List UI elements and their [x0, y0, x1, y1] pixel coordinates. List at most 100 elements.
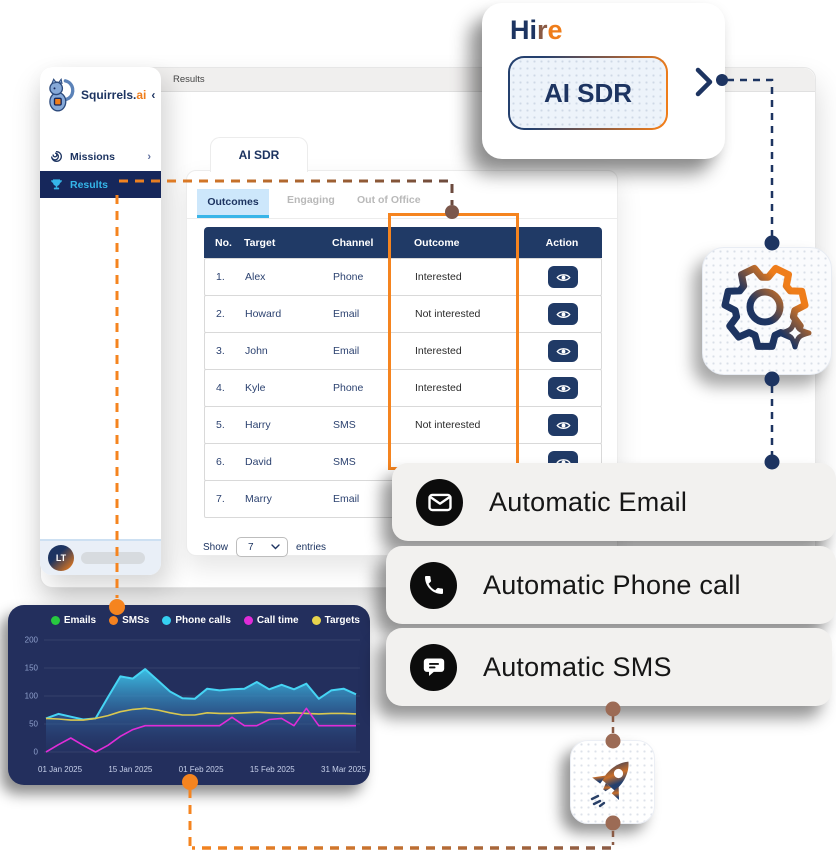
tab-out-of-office[interactable]: Out of Office — [357, 194, 421, 206]
table-header-row: No. Target Channel Outcome Action — [204, 227, 602, 258]
tabs-divider — [187, 218, 617, 219]
legend-item-call-time[interactable]: Call time — [243, 615, 299, 626]
cell-target: Kyle — [245, 382, 266, 394]
eye-icon — [555, 347, 571, 355]
legend-dot — [243, 616, 253, 625]
legend-item-smss[interactable]: SMSs — [109, 615, 149, 626]
cell-channel: Email — [333, 345, 360, 357]
view-details-button[interactable] — [548, 266, 578, 288]
sidebar-item-missions[interactable]: Missions › — [40, 143, 161, 170]
sidebar-collapse-icon[interactable]: ‹ — [151, 88, 156, 102]
brand-name: Squirrels.ai — [81, 88, 147, 102]
ai-sdr-button[interactable]: AI SDR — [508, 56, 668, 130]
missions-spiral-icon — [51, 151, 62, 162]
automation-settings-card — [702, 247, 832, 375]
column-header-target: Target — [244, 236, 276, 249]
cell-no: 2. — [216, 308, 225, 320]
cell-target: David — [245, 456, 272, 468]
tab-engaging[interactable]: Engaging — [287, 194, 335, 206]
sidebar-item-label: Missions — [70, 150, 115, 163]
cell-channel: Phone — [333, 382, 364, 394]
legend-label: Phone calls — [175, 615, 231, 626]
series-line-Phone calls — [45, 668, 357, 721]
x-axis-label: 15 Jan 2025 — [108, 765, 153, 774]
series-line-Call time — [45, 707, 356, 753]
phone-icon — [410, 561, 457, 609]
window-title: Results — [173, 74, 205, 85]
view-details-button[interactable] — [548, 340, 578, 362]
sidebar-item-results[interactable]: Results — [40, 171, 161, 198]
ai-sdr-button-label: AI SDR — [510, 58, 666, 128]
legend-label: Emails — [63, 615, 97, 626]
table-row: 2. Howard Email Not interested — [204, 295, 602, 333]
hire-card: Hire AI SDR — [482, 3, 725, 159]
eye-icon — [555, 273, 571, 281]
chevron-right-icon: › — [147, 150, 151, 163]
y-tick-label: 100 — [25, 692, 39, 701]
entries-label: entries — [296, 541, 327, 553]
series-area-Phone calls — [46, 669, 356, 752]
x-axis-label: 01 Feb 2025 — [178, 765, 224, 774]
legend-item-emails[interactable]: Emails — [50, 615, 97, 626]
legend-item-phone-calls[interactable]: Phone calls — [162, 615, 231, 626]
view-details-button[interactable] — [548, 303, 578, 325]
cell-no: 4. — [216, 382, 225, 394]
table-row: 1. Alex Phone Interested — [204, 258, 602, 296]
cell-outcome: Interested — [415, 382, 462, 394]
sidebar: Squirrels.ai ‹ Missions › Results LT — [40, 67, 161, 575]
cell-target: Howard — [245, 308, 282, 320]
launch-card — [570, 740, 655, 824]
legend-label: Call time — [256, 615, 299, 626]
feature-automatic-email[interactable]: Automatic Email — [392, 463, 836, 541]
activity-chart-card: Emails SMSs Phone calls Call time Targets 0 5… — [8, 605, 370, 785]
arrow-right-icon[interactable] — [694, 66, 714, 98]
column-header-action: Action — [545, 236, 579, 249]
y-tick-label: 50 — [29, 720, 38, 729]
tab-ai-sdr[interactable]: AI SDR — [210, 137, 308, 172]
eye-icon — [555, 421, 571, 429]
legend-dot — [162, 616, 172, 625]
sidebar-item-label: Results — [70, 178, 108, 191]
cell-outcome: Interested — [415, 345, 462, 357]
table-row: 3. John Email Interested — [204, 332, 602, 370]
column-header-outcome: Outcome — [414, 236, 460, 249]
entries-select[interactable]: 7 — [236, 537, 289, 557]
table-row: 4. Kyle Phone Interested — [204, 369, 602, 407]
tab-outcomes[interactable]: Outcomes — [197, 189, 269, 215]
y-tick-label: 150 — [25, 664, 39, 673]
cell-no: 1. — [216, 271, 225, 283]
sms-icon — [410, 643, 457, 691]
feature-automatic-sms[interactable]: Automatic SMS — [386, 628, 832, 706]
legend-item-targets[interactable]: Targets — [311, 615, 360, 626]
cell-target: Harry — [245, 419, 271, 431]
y-tick-label: 0 — [34, 748, 39, 757]
squirrel-logo-icon — [49, 77, 75, 112]
series-line-Targets — [45, 707, 357, 721]
table-row: 5. Harry SMS Not interested — [204, 406, 602, 444]
view-details-button[interactable] — [548, 377, 578, 399]
cell-no: 5. — [216, 419, 225, 431]
feature-label: Automatic Phone call — [483, 569, 741, 600]
cell-channel: Email — [333, 493, 360, 505]
legend-dot — [311, 616, 321, 625]
feature-automatic-phone-call[interactable]: Automatic Phone call — [386, 546, 836, 624]
trophy-icon — [51, 179, 62, 190]
rocket-icon — [590, 761, 628, 808]
cell-channel: SMS — [333, 456, 356, 468]
x-axis-label: 31 Mar 2025 — [321, 765, 366, 774]
x-axis-label: 01 Jan 2025 — [38, 765, 83, 774]
entries-select-value: 7 — [248, 541, 254, 553]
hire-title: Hire — [510, 15, 563, 45]
chevron-down-icon — [271, 544, 280, 550]
column-header-channel: Channel — [332, 236, 374, 249]
email-icon — [416, 478, 463, 526]
cell-channel: Email — [333, 308, 360, 320]
cell-channel: Phone — [333, 271, 364, 283]
view-details-button[interactable] — [548, 414, 578, 436]
eye-icon — [555, 384, 571, 392]
feature-label: Automatic Email — [489, 486, 688, 517]
cell-outcome: Not interested — [415, 308, 481, 320]
column-header-no: No. — [215, 236, 232, 249]
